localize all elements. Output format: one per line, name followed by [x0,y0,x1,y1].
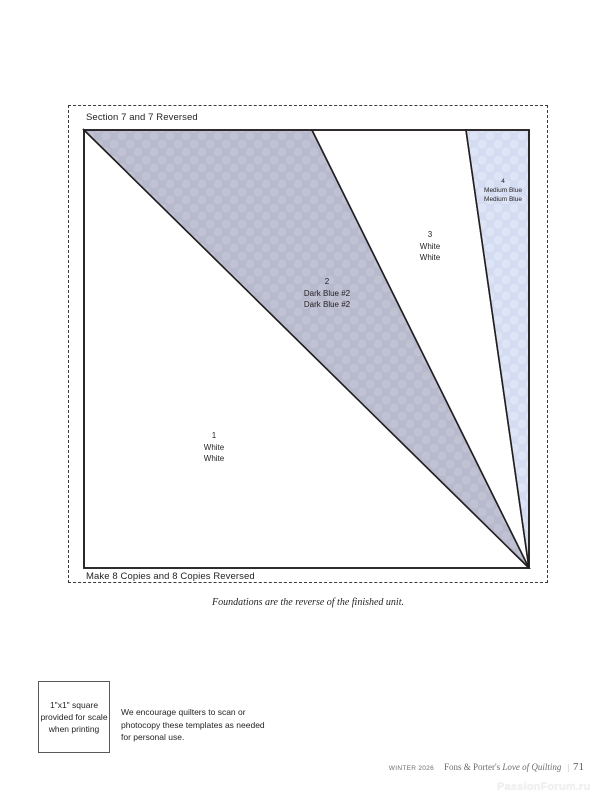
foundation-caption: Foundations are the reverse of the finis… [211,597,404,608]
template-cut-border [68,105,548,583]
footer-brand-italic: Love of Quilting [502,762,562,772]
foundation-unit-drawing [82,128,531,569]
footer-separator: | [567,763,569,772]
page-footer: WINTER 2026 Fons & Porter's Love of Quil… [0,761,584,773]
scale-square-label: 1"x1" square provided for scale when pri… [40,700,108,734]
footer-issue: WINTER 2026 [388,765,434,772]
make-copies-note: Make 8 Copies and 8 Copies Reversed [86,571,255,582]
scan-permission-note: We encourage quilters to scan or photoco… [121,707,265,742]
footer-brand-prefix: Fons & Porter's [444,762,503,772]
footer-brand: Fons & Porter's Love of Quilting [444,762,561,772]
site-watermark: PassionForum.ru [497,781,591,793]
section-title: Section 7 and 7 Reversed [86,112,198,123]
footer-page-number: 71 [573,761,584,773]
scale-reference-square: 1"x1" square provided for scale when pri… [38,681,110,753]
unit-outline [83,129,530,569]
